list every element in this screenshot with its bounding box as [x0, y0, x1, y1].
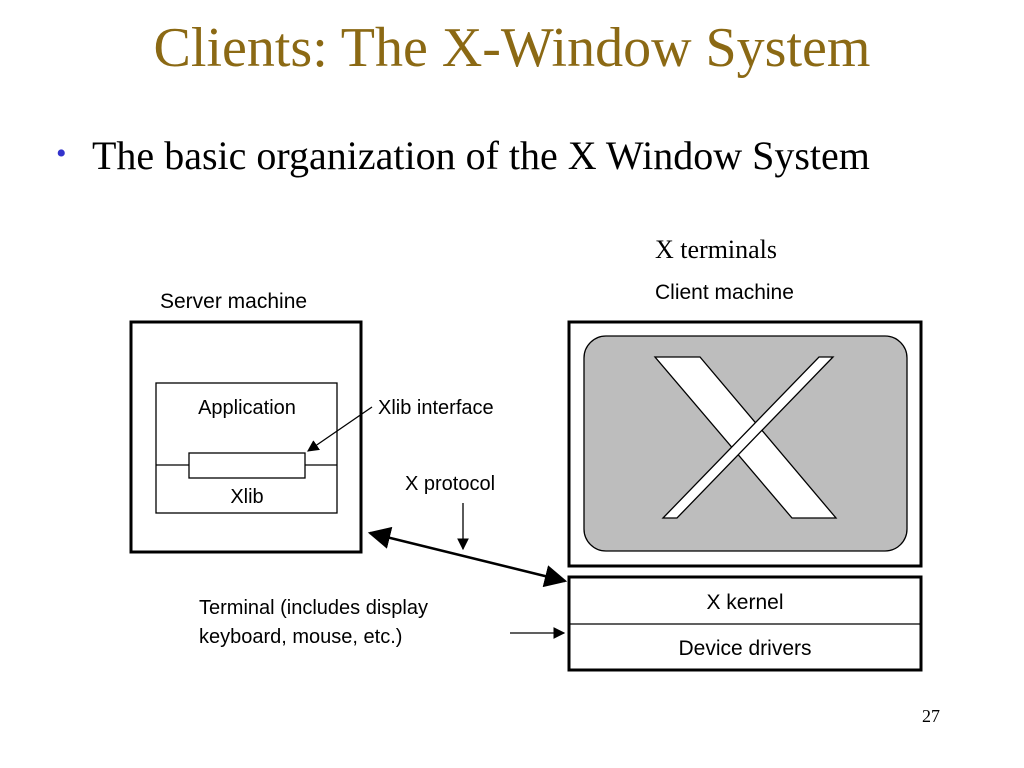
- x-logo-icon: [653, 356, 838, 519]
- x-terminals-label: X terminals: [655, 235, 777, 264]
- client-machine-label: Client machine: [655, 281, 794, 304]
- xlib-interface-arrow: [307, 406, 373, 452]
- application-label: Application: [198, 397, 296, 419]
- terminal-note-line2: keyboard, mouse, etc.): [199, 626, 402, 648]
- x-kernel-label: X kernel: [706, 591, 783, 614]
- application-box: [155, 382, 338, 514]
- bullet-text: The basic organization of the X Window S…: [92, 133, 870, 178]
- bullet-dot-icon: •: [56, 137, 67, 170]
- slide-number: 27: [922, 706, 940, 726]
- xlib-interface-label: Xlib interface: [378, 397, 494, 419]
- server-machine-label: Server machine: [160, 290, 307, 313]
- xlib-label: Xlib: [230, 486, 263, 508]
- device-drivers-label: Device drivers: [678, 637, 811, 660]
- x-protocol-label: X protocol: [405, 473, 495, 495]
- slide-title: Clients: The X-Window System: [153, 17, 871, 79]
- terminal-note-line1: Terminal (includes display: [199, 597, 428, 619]
- x-protocol-connection-arrow: [367, 526, 568, 588]
- xlib-interface-block: [188, 452, 306, 479]
